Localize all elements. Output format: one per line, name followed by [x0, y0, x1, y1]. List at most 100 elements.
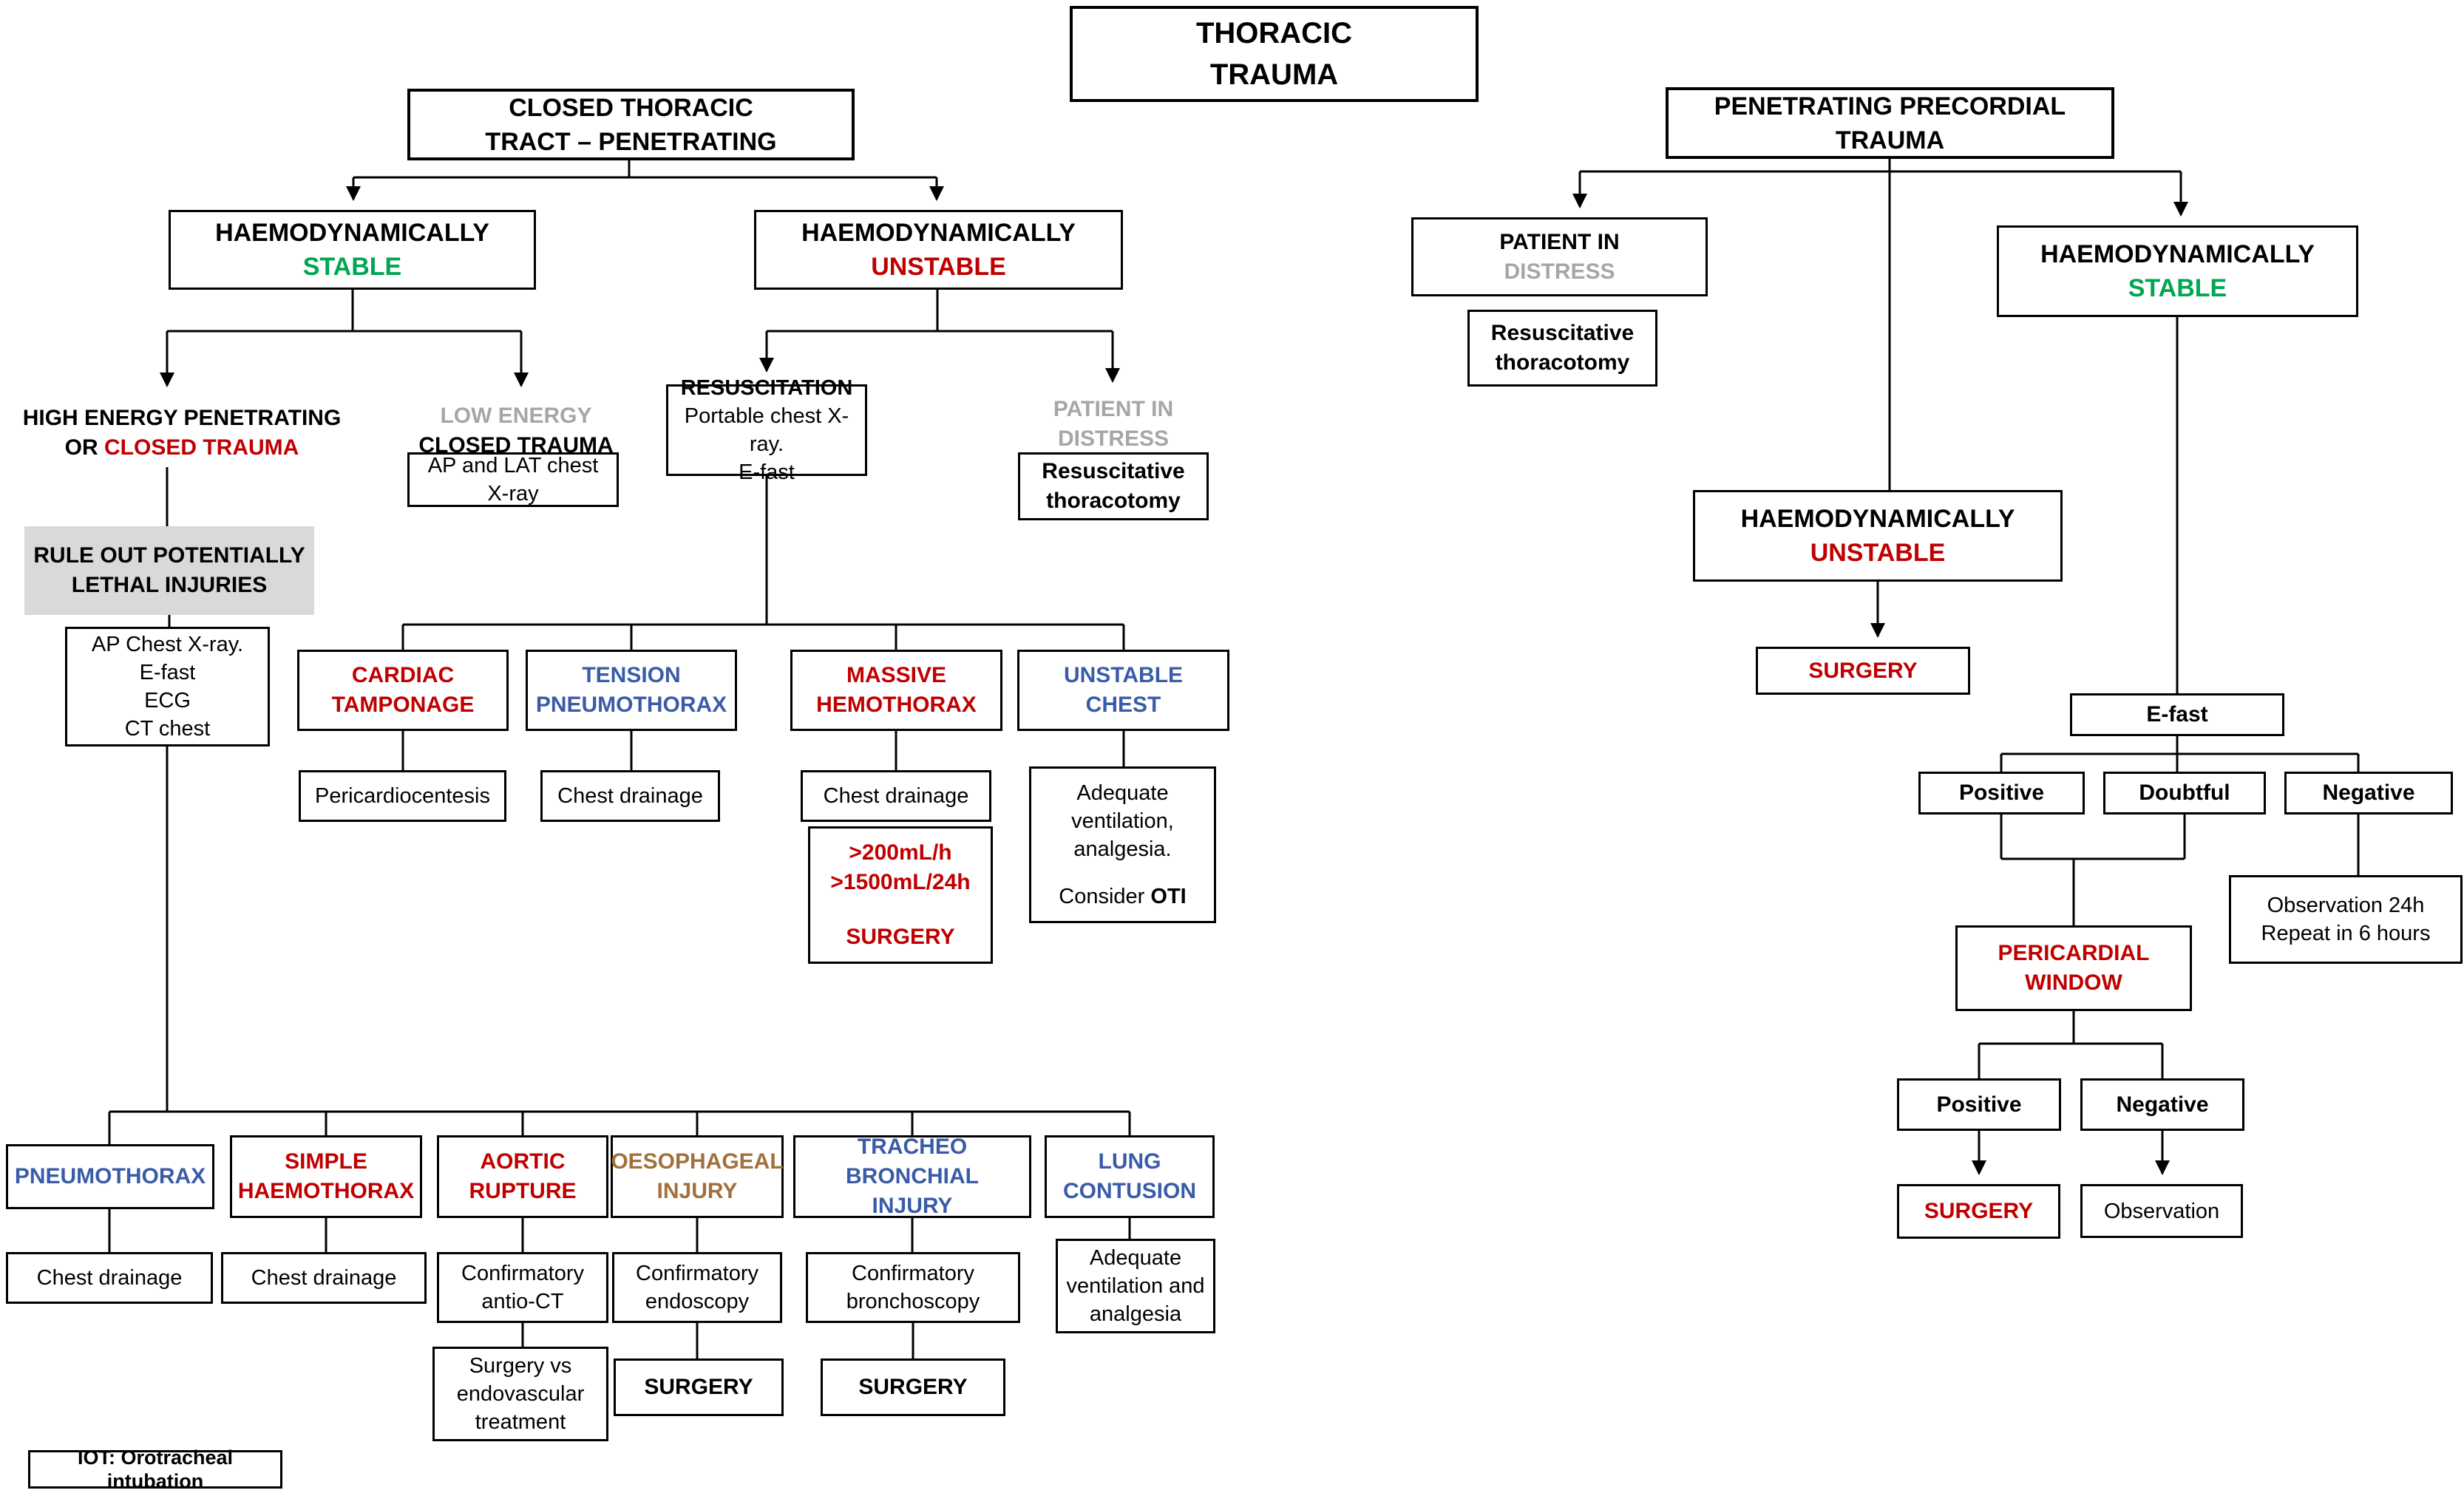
pericardiocentesis-box: Pericardiocentesis	[299, 770, 506, 822]
node-line: TAMPONAGE	[331, 693, 475, 717]
node-line: HAEMODYNAMICALLY	[2040, 240, 2315, 268]
aortic-rupture-box: AORTIC RUPTURE	[437, 1135, 608, 1218]
node-line: bronchoscopy	[846, 1290, 980, 1313]
adequate-ventilation-oti-box: Adequate ventilation, analgesia. Conside…	[1029, 766, 1216, 923]
surgery-vs-endovascular-box: Surgery vs endovascular treatment	[432, 1347, 608, 1441]
node-line: UNSTABLE	[1063, 663, 1184, 687]
or-text: OR	[64, 435, 104, 460]
node-line: analgesia	[1089, 1302, 1182, 1326]
node-line: thoracotomy	[1495, 350, 1630, 375]
node-line: PNEUMOTHORAX	[535, 693, 727, 717]
observation-pericardial-box: Observation	[2080, 1184, 2243, 1238]
closed-trauma-text: CLOSED TRAUMA	[104, 435, 299, 460]
pericardial-positive-box: Positive	[1897, 1078, 2061, 1131]
chest-drainage-pneumothorax-box: Chest drainage	[6, 1252, 213, 1304]
node-line: Confirmatory	[636, 1262, 758, 1285]
node-line: AP Chest X-ray.	[91, 633, 244, 656]
node-line: Negative	[2322, 780, 2415, 805]
header-line: TRACT – PENETRATING	[485, 127, 777, 156]
massive-hemothorax-box: MASSIVE HEMOTHORAX	[790, 650, 1002, 731]
node-line: INJURY	[656, 1179, 738, 1203]
pericardial-window-box: PERICARDIAL WINDOW	[1955, 925, 2192, 1011]
rule-out-lethal-injuries-box: RULE OUT POTENTIALLY LETHAL INJURIES	[24, 526, 314, 615]
node-line: HAEMODYNAMICALLY	[1740, 505, 2015, 533]
confirmatory-ct-box: Confirmatory antio-CT	[437, 1252, 608, 1323]
node-line: INJURY	[872, 1194, 953, 1218]
node-line: Consider OTI	[1059, 882, 1186, 911]
confirmatory-bronchoscopy-box: Confirmatory bronchoscopy	[806, 1252, 1020, 1323]
node-line: CARDIAC	[351, 663, 455, 687]
penetrating-precordial-header: PENETRATING PRECORDIAL TRAUMA	[1666, 87, 2114, 159]
surgery-pericardial-box: SURGERY	[1897, 1184, 2060, 1239]
node-line: >200mL/h	[849, 840, 952, 865]
consider-text: Consider	[1059, 885, 1151, 908]
node-line: LUNG	[1098, 1149, 1161, 1174]
node-line: PATIENT IN	[1053, 397, 1174, 421]
title-line: THORACIC	[1195, 17, 1353, 50]
node-line: Negative	[2116, 1092, 2209, 1117]
node-line-surgery: SURGERY	[1808, 658, 1918, 683]
node-line: Chest drainage	[823, 784, 969, 808]
node-line: SURGERY	[644, 1375, 753, 1399]
efast-box: E-fast	[2070, 693, 2284, 736]
efast-positive-box: Positive	[1918, 772, 2085, 814]
node-line: Doubtful	[2139, 780, 2230, 805]
node-line-stable: STABLE	[302, 253, 402, 281]
surgery-oesophageal-box: SURGERY	[614, 1358, 784, 1416]
node-line: Chest drainage	[557, 784, 703, 808]
node-line: LOW ENERGY	[440, 404, 592, 428]
iot-legend-box: IOT: Orotracheal intubation	[28, 1446, 282, 1492]
node-line: WINDOW	[2025, 970, 2122, 995]
oesophageal-injury-box: OESOPHAGEAL INJURY	[611, 1135, 784, 1218]
node-line: Resuscitative	[1490, 321, 1635, 345]
haemodynamically-stable-right: HAEMODYNAMICALLY STABLE	[1997, 225, 2358, 317]
haemodynamically-stable-left: HAEMODYNAMICALLY STABLE	[169, 210, 536, 290]
node-line: PATIENT IN	[1499, 229, 1620, 254]
node-line: PERICARDIAL	[1998, 941, 2150, 965]
node-line: HIGH ENERGY PENETRATING	[22, 406, 342, 430]
node-line: E-fast	[139, 661, 196, 684]
title-box: THORACIC TRAUMA	[1070, 6, 1479, 102]
resuscitative-thoracotomy-right-box: Resuscitative thoracotomy	[1467, 310, 1657, 387]
closed-thoracic-header: CLOSED THORACIC TRACT – PENETRATING	[407, 89, 855, 160]
node-line: Positive	[1936, 1092, 2022, 1117]
node-line: Adequate	[1089, 1246, 1182, 1270]
node-line: thoracotomy	[1046, 489, 1181, 513]
pericardial-negative-box: Negative	[2080, 1078, 2244, 1131]
node-line: endoscopy	[645, 1290, 750, 1313]
node-line: OR CLOSED TRAUMA	[65, 433, 299, 463]
node-line: Portable chest X-ray.	[684, 404, 849, 456]
haemodynamically-unstable-right: HAEMODYNAMICALLY UNSTABLE	[1693, 490, 2063, 582]
node-line-stable: STABLE	[2128, 274, 2227, 302]
node-line: E-fast	[739, 460, 795, 484]
cardiac-tamponage-box: CARDIAC TAMPONAGE	[297, 650, 509, 731]
node-line: X-ray	[487, 482, 539, 506]
chest-drainage-simple-box: Chest drainage	[221, 1252, 427, 1304]
node-line: Chest drainage	[36, 1266, 183, 1290]
node-line: antio-CT	[481, 1290, 564, 1313]
node-line: CT chest	[124, 717, 211, 741]
node-line: PNEUMOTHORAX	[14, 1164, 206, 1188]
high-energy-label: HIGH ENERGY PENETRATING OR CLOSED TRAUMA	[15, 399, 349, 467]
haemodynamically-unstable-left: HAEMODYNAMICALLY UNSTABLE	[754, 210, 1123, 290]
node-line: Pericardiocentesis	[315, 784, 490, 808]
chest-drainage-massive-box: Chest drainage	[801, 770, 991, 822]
surgery-tracheo-box: SURGERY	[821, 1358, 1005, 1416]
node-line: Adequate	[1076, 781, 1169, 805]
efast-negative-box: Negative	[2284, 772, 2453, 814]
legend-text: IOT: Orotracheal intubation	[77, 1446, 239, 1492]
node-line: Surgery vs	[469, 1354, 572, 1378]
tension-pneumothorax-box: TENSION PNEUMOTHORAX	[526, 650, 737, 731]
oti-text: OTI	[1150, 885, 1187, 908]
node-line: >1500mL/24h	[830, 870, 971, 894]
node-line: Positive	[1958, 780, 2045, 805]
node-line: SURGERY	[858, 1375, 968, 1399]
node-line: LETHAL INJURIES	[71, 573, 268, 597]
chest-drainage-tension-box: Chest drainage	[540, 770, 720, 822]
node-line: ECG	[144, 689, 191, 713]
node-line: analgesia.	[1073, 837, 1172, 861]
patient-in-distress-left-label: PATIENT IN DISTRESS	[1029, 395, 1198, 454]
node-line: DISTRESS	[1057, 426, 1170, 451]
node-line: E-fast	[2146, 702, 2208, 727]
